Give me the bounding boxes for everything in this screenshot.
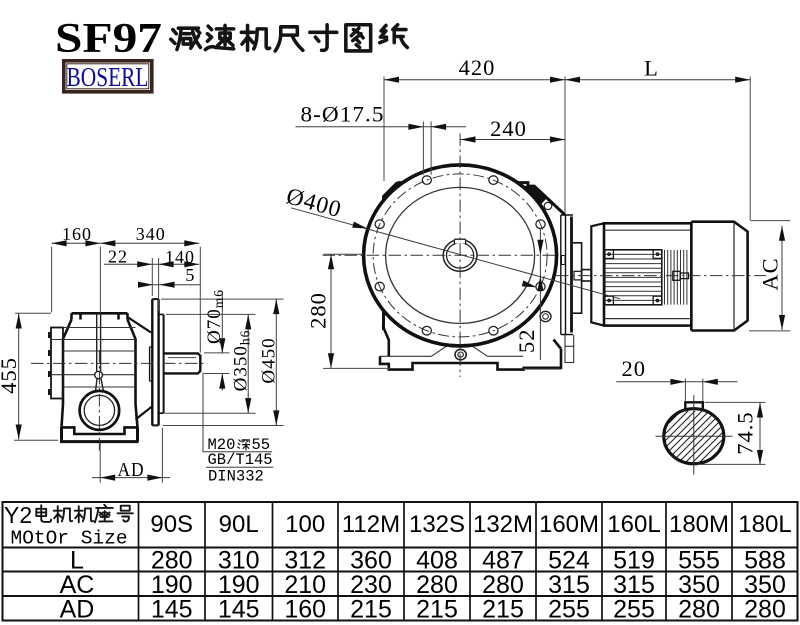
svg-text:190: 190 (151, 571, 193, 599)
svg-text:AD: AD (60, 596, 95, 624)
svg-text:420: 420 (459, 55, 496, 80)
svg-text:BOSERL: BOSERL (67, 62, 149, 92)
svg-text:132S: 132S (409, 511, 465, 538)
svg-text:5: 5 (185, 265, 195, 285)
svg-text:230: 230 (350, 571, 392, 599)
svg-text:240: 240 (490, 116, 527, 141)
svg-text:132M: 132M (473, 511, 533, 538)
svg-text:160L: 160L (607, 511, 660, 538)
svg-text:280: 280 (151, 547, 193, 575)
svg-text:140: 140 (165, 247, 195, 267)
svg-text:L: L (644, 56, 659, 81)
svg-text:180L: 180L (738, 511, 791, 538)
svg-text:524: 524 (548, 547, 590, 575)
svg-text:280: 280 (416, 571, 458, 599)
svg-text:487: 487 (482, 547, 524, 575)
svg-text:112M: 112M (342, 511, 400, 538)
svg-text:350: 350 (678, 571, 720, 599)
svg-text:Ø350h6: Ø350h6 (231, 330, 253, 392)
svg-text:312: 312 (284, 547, 326, 575)
svg-text:280: 280 (678, 596, 720, 624)
svg-text:455: 455 (0, 357, 21, 394)
svg-text:215: 215 (416, 596, 458, 624)
svg-text:8-Ø17.5: 8-Ø17.5 (301, 102, 385, 127)
svg-text:360: 360 (350, 547, 392, 575)
svg-text:255: 255 (613, 596, 655, 624)
svg-text:52: 52 (514, 329, 539, 354)
svg-text:180M: 180M (669, 511, 729, 538)
svg-text:100: 100 (285, 511, 325, 538)
svg-text:AC: AC (758, 257, 783, 290)
svg-text:408: 408 (416, 547, 458, 575)
svg-text:315: 315 (613, 571, 655, 599)
svg-text:280: 280 (744, 596, 786, 624)
svg-text:Ø400: Ø400 (283, 183, 344, 223)
svg-text:AC: AC (60, 571, 95, 599)
svg-text:90L: 90L (219, 511, 259, 538)
svg-text:555: 555 (678, 547, 720, 575)
svg-text:Ø450: Ø450 (259, 337, 280, 383)
svg-text:160M: 160M (539, 511, 599, 538)
svg-text:210: 210 (284, 571, 326, 599)
svg-text:AD: AD (118, 459, 145, 481)
svg-text:519: 519 (613, 547, 655, 575)
svg-text:255: 255 (548, 596, 590, 624)
svg-text:L: L (70, 547, 84, 575)
svg-text:145: 145 (218, 596, 260, 624)
svg-text:160: 160 (284, 596, 326, 624)
svg-text:340: 340 (136, 224, 166, 244)
svg-text:350: 350 (744, 571, 786, 599)
svg-text:22: 22 (108, 246, 128, 266)
svg-text:DIN332: DIN332 (208, 468, 264, 486)
svg-text:215: 215 (350, 596, 392, 624)
svg-text:20: 20 (622, 356, 647, 381)
svg-text:M20: M20 (208, 436, 236, 454)
svg-text:90S: 90S (150, 511, 193, 538)
svg-text:160: 160 (62, 224, 92, 244)
svg-text:315: 315 (548, 571, 590, 599)
svg-text:Y2: Y2 (4, 502, 32, 528)
svg-text:GB/T145: GB/T145 (208, 451, 273, 469)
svg-text:280: 280 (306, 292, 331, 329)
svg-text:MOtOr Size: MOtOr Size (11, 528, 128, 550)
svg-text:Ø70m6: Ø70m6 (204, 289, 226, 344)
svg-text:190: 190 (218, 571, 260, 599)
svg-text:588: 588 (744, 547, 786, 575)
svg-text:SF97: SF97 (55, 16, 162, 62)
svg-text:215: 215 (482, 596, 524, 624)
svg-text:145: 145 (151, 596, 193, 624)
svg-text:280: 280 (482, 571, 524, 599)
svg-text:55: 55 (252, 436, 271, 454)
svg-text:310: 310 (218, 547, 260, 575)
svg-text:74.5: 74.5 (733, 411, 758, 454)
